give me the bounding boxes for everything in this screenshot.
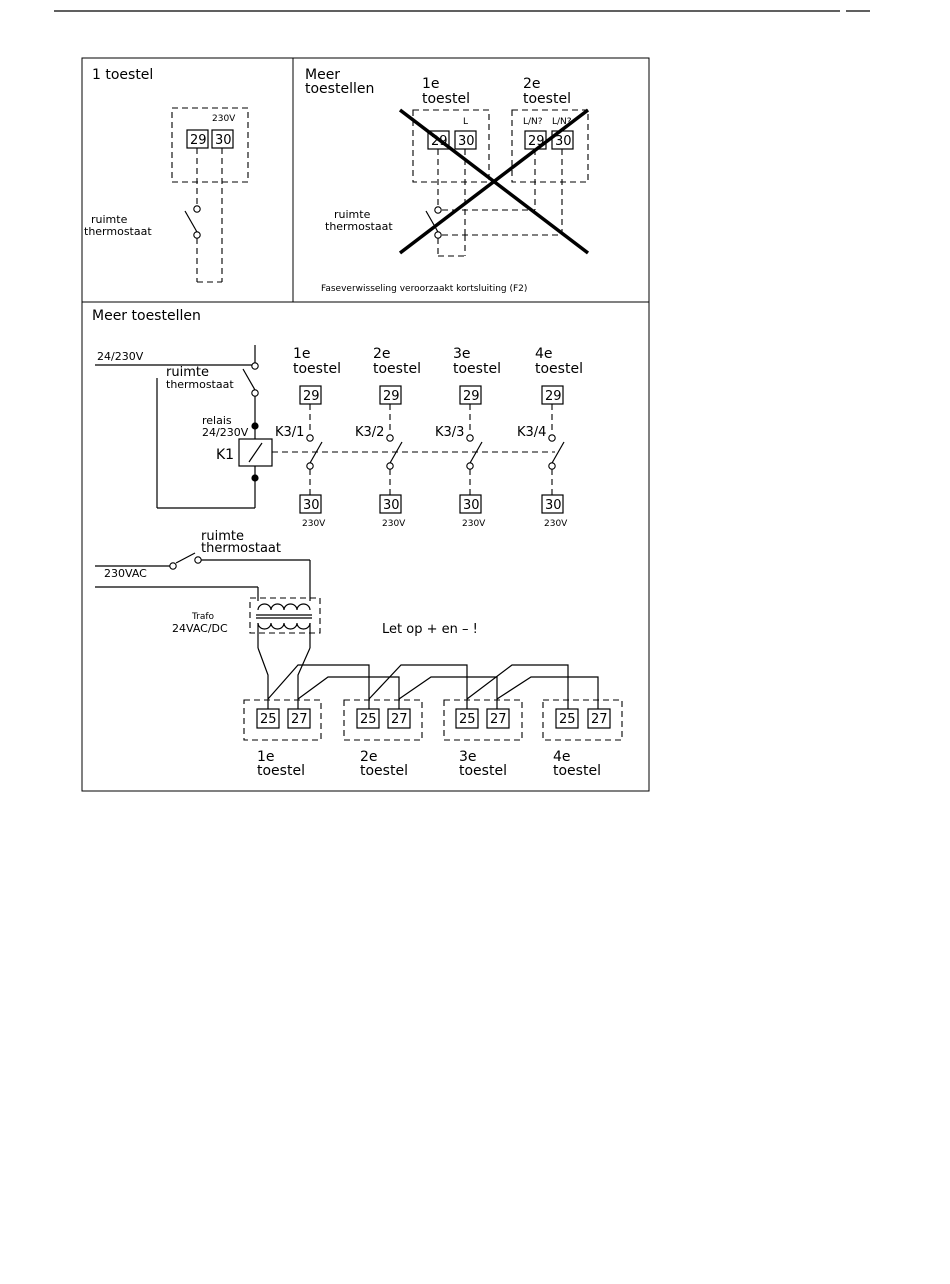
terminal-29: 29: [463, 389, 480, 404]
device-label-1: 2e: [360, 749, 378, 765]
thermostat-label-1: ruimte: [91, 213, 128, 226]
phase-warning: Faseverwisseling veroorzaakt kortsluitin…: [321, 284, 527, 294]
lower-device-3: 25 27 3e toestel: [443, 699, 523, 779]
panel-multi-device-wrong: Meer toestellen 1e toestel 2e toestel L …: [305, 67, 590, 294]
device-label-1: 1e: [257, 749, 275, 765]
terminal-27: 27: [291, 712, 308, 727]
terminal-30: 30: [383, 498, 400, 513]
voltage-label: 230V: [382, 519, 406, 529]
device-label-2: toestel: [373, 361, 421, 377]
device-label-2: toestel: [459, 763, 507, 779]
terminal-29: 29: [545, 389, 562, 404]
device-label-2: toestel: [360, 763, 408, 779]
contact-label: K3/3: [435, 425, 464, 440]
trafo-label-1: Trafo: [191, 612, 215, 622]
voltage-label: 230V: [544, 519, 568, 529]
device-label-2: toestel: [293, 361, 341, 377]
voltage-label: 230V: [302, 519, 326, 529]
terminal-25: 25: [559, 712, 576, 727]
device-label-1: 3e: [459, 749, 477, 765]
device-label-1: 1e: [293, 346, 311, 362]
diagram-frame: [81, 57, 650, 792]
thermostat2-label-2: thermostaat: [201, 541, 281, 556]
dev1-terminal-30: 30: [458, 134, 475, 149]
trafo-primary: [257, 603, 311, 611]
terminal-30: 30: [545, 498, 562, 513]
panel-multi-device-relay: Meer toestellen 24/230V ruimte thermosta…: [92, 308, 623, 779]
device-label-2: toestel: [257, 763, 305, 779]
trafo-box: [249, 597, 321, 634]
contact-label: K3/4: [517, 425, 546, 440]
device-label-1: 3e: [453, 346, 471, 362]
device-label-1: 4e: [535, 346, 553, 362]
terminal-30: 30: [463, 498, 480, 513]
terminal-29: 29: [383, 389, 400, 404]
panel3-thermostat-2: thermostaat: [166, 378, 234, 391]
voltage-label: 230V: [212, 114, 236, 124]
lower-device-4: 25 27 4e toestel: [542, 699, 623, 779]
panel1-title: 1 toestel: [92, 67, 153, 83]
junction-dot-top: [251, 422, 259, 430]
device-label-2: toestel: [535, 361, 583, 377]
dev2-label-1: 2e: [523, 76, 541, 92]
panel-single-device: 1 toestel 230V 29 30 ruimte thermostaat: [84, 67, 249, 283]
device2-box: [511, 109, 589, 183]
device-label-2: toestel: [553, 763, 601, 779]
room-thermostat-switch: [242, 368, 256, 391]
trafo-secondary: [257, 622, 311, 630]
terminal-25: 25: [260, 712, 277, 727]
dev2-terminal-30: 30: [555, 134, 572, 149]
thermostat-switch-2: [425, 210, 439, 233]
device-column-3: 3e toestel 29 K3/3 30 230V: [435, 346, 501, 529]
device-label-1: 2e: [373, 346, 391, 362]
coil-label: K1: [216, 447, 234, 463]
dev1-label-1: 1e: [422, 76, 440, 92]
terminal-27: 27: [391, 712, 408, 727]
device-label-1: 4e: [553, 749, 571, 765]
terminal-25: 25: [459, 712, 476, 727]
l-label: L: [463, 117, 468, 127]
relay-label-2: 24/230V: [202, 426, 249, 439]
trafo-label-2: 24VAC/DC: [172, 622, 228, 635]
device-column-4: 4e toestel 29 K3/4 30 230V: [517, 346, 583, 529]
panel2-title-1: Meer: [305, 67, 340, 83]
device-box: [171, 107, 249, 183]
panel2-thermostat-2: thermostaat: [325, 220, 393, 233]
dev1-label-2: toestel: [422, 91, 470, 107]
thermostat2-switch: [175, 552, 196, 564]
thermostat-label-2: thermostaat: [84, 225, 152, 238]
device-label-2: toestel: [453, 361, 501, 377]
terminal-30: 30: [303, 498, 320, 513]
terminal-27: 27: [591, 712, 608, 727]
lower-device-2: 25 27 2e toestel: [343, 699, 423, 779]
terminal-25: 25: [360, 712, 377, 727]
device1-box: [412, 109, 490, 183]
terminal-29-label: 29: [190, 133, 207, 148]
contact-label: K3/2: [355, 425, 384, 440]
device-column-2: 2e toestel 29 K3/2 30 230V: [355, 346, 421, 529]
cross-out-stroke-2: [398, 108, 590, 255]
supply-label: 24/230V: [97, 350, 144, 363]
panel3-thermostat-1: ruimte: [166, 365, 209, 380]
polarity-note: Let op + en – !: [382, 622, 478, 637]
thermostat2-label-1: ruimte: [201, 529, 244, 544]
relay-label-1: relais: [202, 414, 232, 427]
thermostat-switch: [184, 210, 198, 233]
panel3-title: Meer toestellen: [92, 308, 201, 324]
device-column-1: 1e toestel 29 K3/1 30 230V: [275, 346, 341, 529]
dev2-label-2: toestel: [523, 91, 571, 107]
ln-label-a: L/N?: [523, 117, 543, 127]
terminal-27: 27: [490, 712, 507, 727]
supply2-label: 230VAC: [104, 567, 147, 580]
ln-label-b: L/N?: [552, 117, 572, 127]
terminal-29: 29: [303, 389, 320, 404]
panel2-thermostat-1: ruimte: [334, 208, 371, 221]
voltage-label: 230V: [462, 519, 486, 529]
contact-label: K3/1: [275, 425, 304, 440]
junction-dot-bottom: [251, 474, 259, 482]
panel2-title-2: toestellen: [305, 81, 374, 97]
lower-device-1: 25 27 1e toestel: [243, 699, 322, 779]
terminal-30-label: 30: [215, 133, 232, 148]
